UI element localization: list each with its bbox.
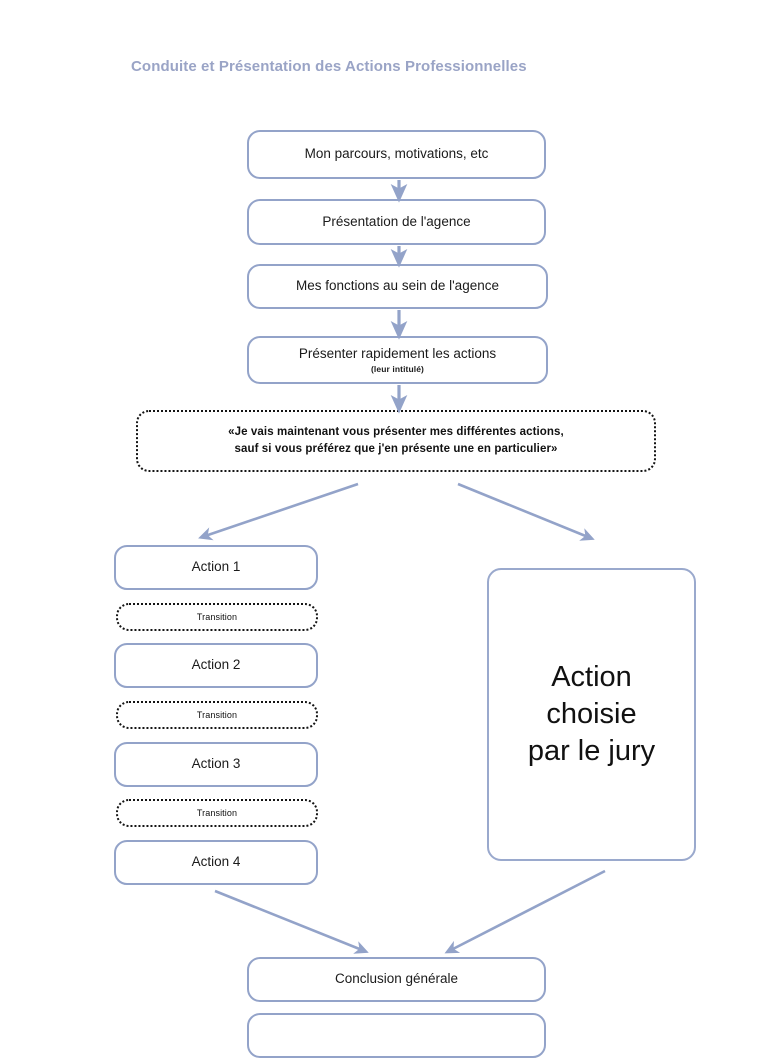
node-label: Action 3	[191, 756, 241, 772]
node-label: Présentation de l'agence	[322, 213, 471, 229]
node-presentation-agence[interactable]: Présentation de l'agence	[247, 199, 546, 245]
node-action-1[interactable]: Action 1	[114, 545, 318, 590]
node-action-4[interactable]: Action 4	[114, 840, 318, 885]
arrow-action4-to-conclusion	[214, 889, 369, 954]
node-label: Conclusion générale	[334, 971, 459, 987]
node-partial-bottom[interactable]	[247, 1013, 546, 1058]
quote-line-1: «Je vais maintenant vous présenter mes d…	[228, 426, 564, 439]
arrow-jury-to-conclusion	[444, 869, 606, 954]
quote-line-2: sauf si vous préférez que j'en présente …	[234, 443, 558, 455]
node-label: Mes fonctions au sein de l'agence	[296, 278, 499, 294]
node-conclusion-generale[interactable]: Conclusion générale	[247, 957, 546, 1002]
node-action-2[interactable]: Action 2	[114, 643, 318, 688]
node-mon-parcours[interactable]: Mon parcours, motivations, etc	[247, 130, 546, 179]
quote-box: «Je vais maintenant vous présenter mes d…	[136, 410, 656, 472]
transition-box-2: Transition	[116, 701, 318, 729]
node-action-3[interactable]: Action 3	[114, 742, 318, 787]
node-label: Présenter rapidement les actions	[298, 345, 497, 361]
node-action-choisie-par-le-jury[interactable]: Action choisie par le jury	[487, 568, 696, 861]
page-title: Conduite et Présentation des Actions Pro…	[131, 58, 527, 75]
flowchart-canvas: Conduite et Présentation des Actions Pro…	[114, 58, 696, 1058]
arrow-quote-to-actions	[198, 482, 359, 541]
node-label: Action 2	[191, 657, 241, 673]
node-presenter-actions[interactable]: Présenter rapidement les actions (leur i…	[247, 336, 548, 384]
transition-box-1: Transition	[116, 603, 318, 631]
node-sublabel: (leur intitulé)	[371, 363, 424, 374]
arrow-quote-to-jury	[457, 482, 595, 541]
jury-line-3: par le jury	[527, 735, 656, 768]
node-label: Action 1	[191, 559, 241, 575]
node-label: Mon parcours, motivations, etc	[304, 146, 489, 162]
transition-label: Transition	[196, 808, 238, 818]
node-label: Action 4	[191, 854, 241, 870]
jury-line-2: choisie	[546, 697, 637, 730]
node-mes-fonctions[interactable]: Mes fonctions au sein de l'agence	[247, 264, 548, 309]
jury-line-1: Action	[551, 660, 632, 693]
transition-label: Transition	[196, 710, 238, 720]
transition-label: Transition	[196, 612, 238, 622]
transition-box-3: Transition	[116, 799, 318, 827]
